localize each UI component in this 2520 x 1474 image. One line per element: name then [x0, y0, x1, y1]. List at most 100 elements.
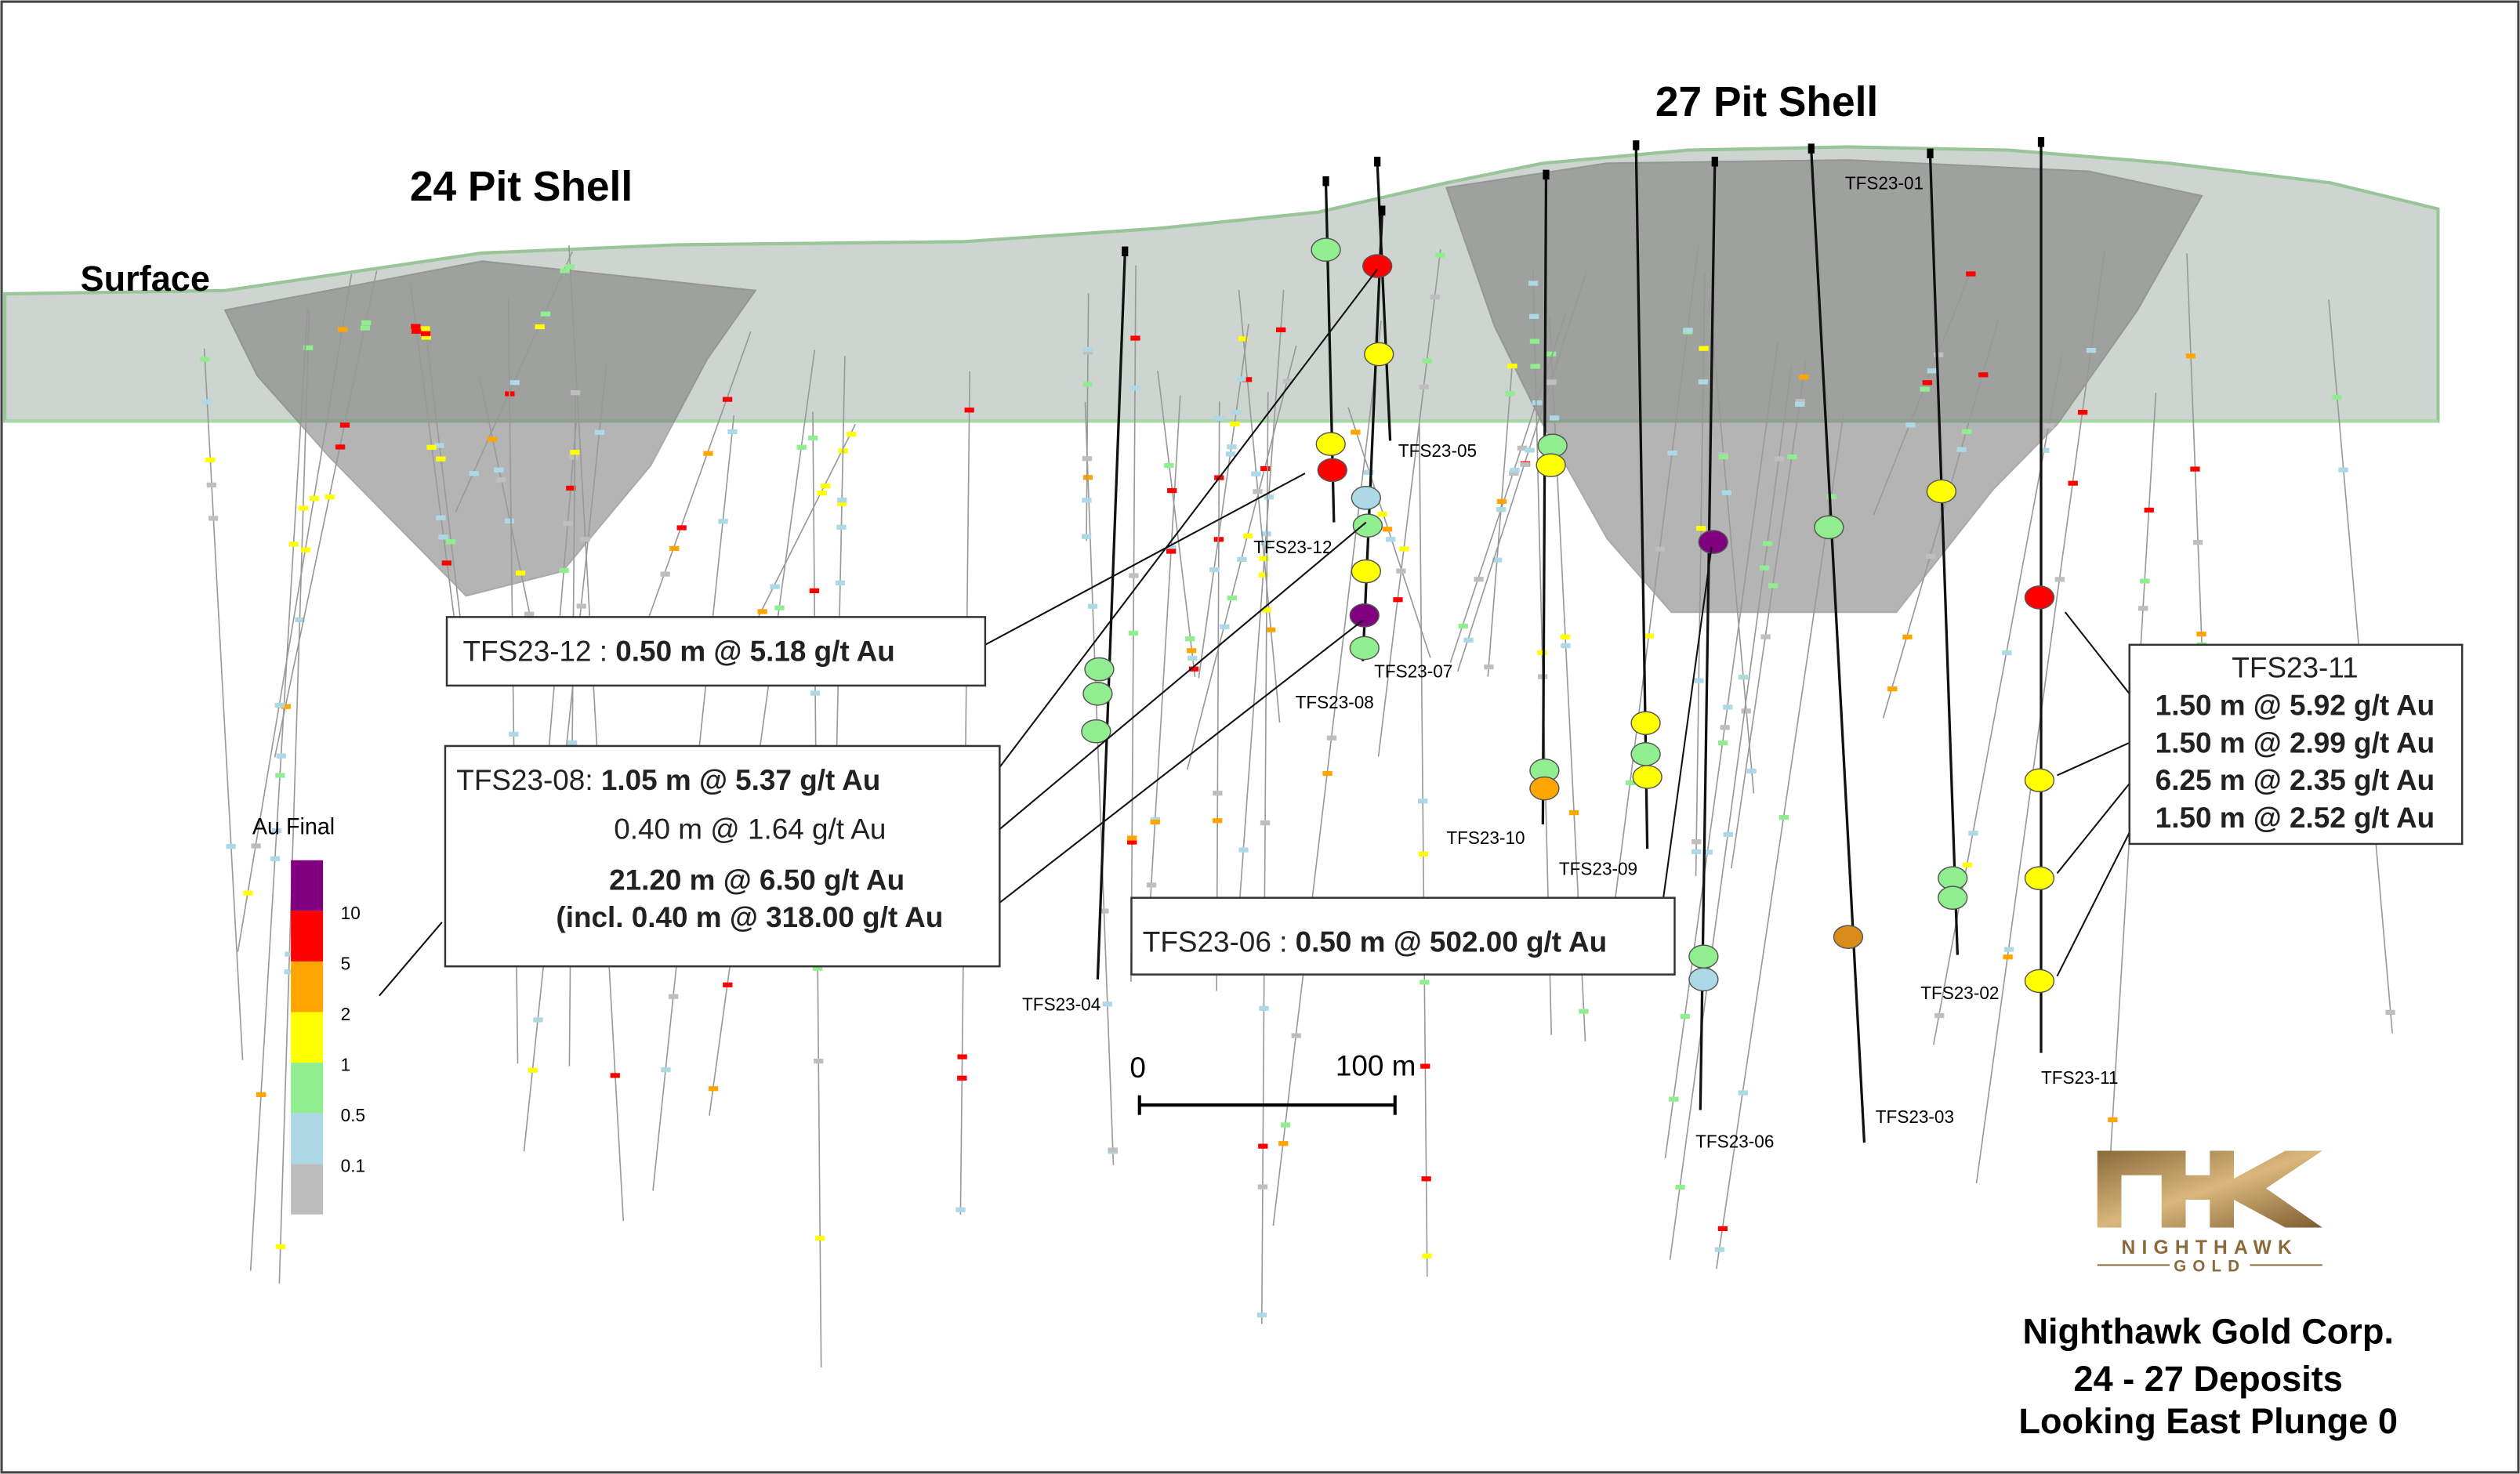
assay-interval: [1934, 1012, 1945, 1019]
assay-interval: [1188, 666, 1199, 672]
assay-interval: [2054, 577, 2065, 582]
drill-trace: [1715, 411, 1845, 1269]
intercept-disc: [1362, 254, 1393, 278]
assay-interval: [339, 422, 350, 428]
assay-interval: [1257, 1184, 1268, 1190]
assay-interval: [1227, 595, 1237, 601]
assay-interval: [1968, 831, 1978, 836]
svg-text:TFS23-08: 1.05 m @ 5.37 g/t Au: TFS23-08: 1.05 m @ 5.37 g/t Au: [456, 763, 880, 796]
assay-interval: [251, 843, 261, 849]
assay-interval: [284, 969, 294, 975]
assay-interval: [1717, 740, 1728, 746]
assay-interval: [1799, 375, 1809, 380]
assay-interval: [1377, 512, 1387, 517]
assay-interval: [1699, 346, 1709, 351]
assay-interval: [1759, 565, 1770, 570]
assay-interval: [1102, 1001, 1112, 1007]
assay-interval: [300, 547, 311, 552]
assay-interval: [770, 584, 780, 589]
callout-hole: TFS23-08:: [456, 763, 601, 796]
assay-interval: [1667, 450, 1677, 456]
assay-interval: [274, 702, 285, 708]
callout-leaders: [379, 269, 2130, 997]
assay-interval: [1826, 494, 1837, 499]
assay-interval: [1956, 447, 1967, 452]
assay-interval: [660, 571, 670, 577]
assay-interval: [1549, 415, 1560, 421]
assay-interval: [535, 324, 545, 330]
collar-marker: [1808, 143, 1815, 154]
assay-interval: [1683, 328, 1693, 333]
assay-interval: [2185, 353, 2196, 359]
assay-interval: [676, 525, 687, 531]
drill-trace: [1695, 273, 1706, 876]
assay-interval: [1966, 271, 1976, 277]
assay-interval: [559, 567, 569, 574]
assay-interval: [1264, 494, 1275, 500]
intercept-disc: [2024, 866, 2055, 890]
collar-marker: [1927, 148, 1934, 159]
assay-interval: [2068, 480, 2078, 486]
legend-title: Au Final: [252, 814, 335, 839]
assay-interval: [1260, 540, 1271, 546]
intercept-disc: [1351, 559, 1381, 584]
drill-trace: [478, 375, 537, 643]
assay-interval: [1714, 1247, 1725, 1252]
callout-intercept-1: 1.05 m @ 5.37 g/t Au: [601, 763, 881, 796]
assay-interval: [837, 497, 847, 503]
intercept-disc: [1938, 885, 1968, 910]
assay-interval: [1537, 650, 1547, 655]
assay-interval: [1146, 882, 1157, 888]
assay-interval: [2040, 447, 2050, 453]
callout-hole: TFS23-12 :: [463, 634, 616, 667]
assay-interval: [1256, 1312, 1267, 1318]
callout-intercept-4: 1.50 m @ 2.52 g/t Au: [2156, 801, 2435, 834]
drill-trace: [424, 326, 462, 621]
assay-interval: [2338, 467, 2348, 473]
assay-interval: [1258, 1143, 1268, 1149]
callout-tfs23-06: TFS23-06 : 0.50 m @ 502.00 g/t Au: [1130, 896, 1676, 976]
assay-interval: [1282, 378, 1293, 384]
intercept-disc: [1688, 967, 1719, 992]
assay-interval: [722, 397, 733, 402]
assay-interval: [1186, 648, 1197, 654]
assay-interval: [580, 537, 590, 542]
assay-interval: [1419, 384, 1429, 389]
intercept-disc: [1311, 237, 1341, 263]
assay-interval: [1251, 471, 1261, 476]
collar-marker: [1374, 156, 1381, 167]
assay-interval: [1496, 498, 1507, 505]
callout-intercept: 0.50 m @ 5.18 g/t Au: [615, 634, 895, 667]
legend-swatch: [291, 911, 324, 962]
intercept-disc: [1630, 711, 1661, 736]
pit-24-title: 24 Pit Shell: [410, 163, 633, 210]
assay-interval: [669, 545, 680, 552]
assay-interval: [1082, 456, 1093, 462]
assay-interval: [436, 515, 446, 520]
drill-hole-trace: [1810, 150, 1866, 1143]
assay-interval: [1166, 545, 1177, 551]
intercept-disc: [1082, 681, 1113, 706]
assay-interval: [208, 516, 219, 521]
assay-interval: [325, 494, 335, 500]
assay-interval: [821, 483, 831, 489]
assay-interval: [1291, 1033, 1301, 1038]
assay-interval: [1962, 862, 1973, 867]
assay-interval: [796, 444, 807, 450]
assay-interval: [1231, 410, 1242, 415]
assay-interval: [1887, 686, 1898, 692]
drill-trace: [1664, 341, 1779, 1159]
hole-label-tfs23-02: TFS23-02: [1920, 983, 1999, 1003]
assay-interval: [445, 539, 456, 545]
intercept-disc: [1698, 530, 1728, 554]
callout-hole: TFS23-06 :: [1143, 925, 1296, 958]
assay-interval: [1738, 674, 1749, 680]
assay-interval: [200, 357, 210, 362]
assay-interval: [560, 268, 570, 273]
assay-interval: [2140, 578, 2150, 584]
drill-hole-trace: [1362, 212, 1383, 661]
drill-trace: [1157, 370, 1196, 677]
assay-interval: [1420, 1063, 1430, 1069]
assay-interval: [1258, 572, 1268, 578]
scale-bar: 0 100 m: [1129, 1048, 1416, 1115]
